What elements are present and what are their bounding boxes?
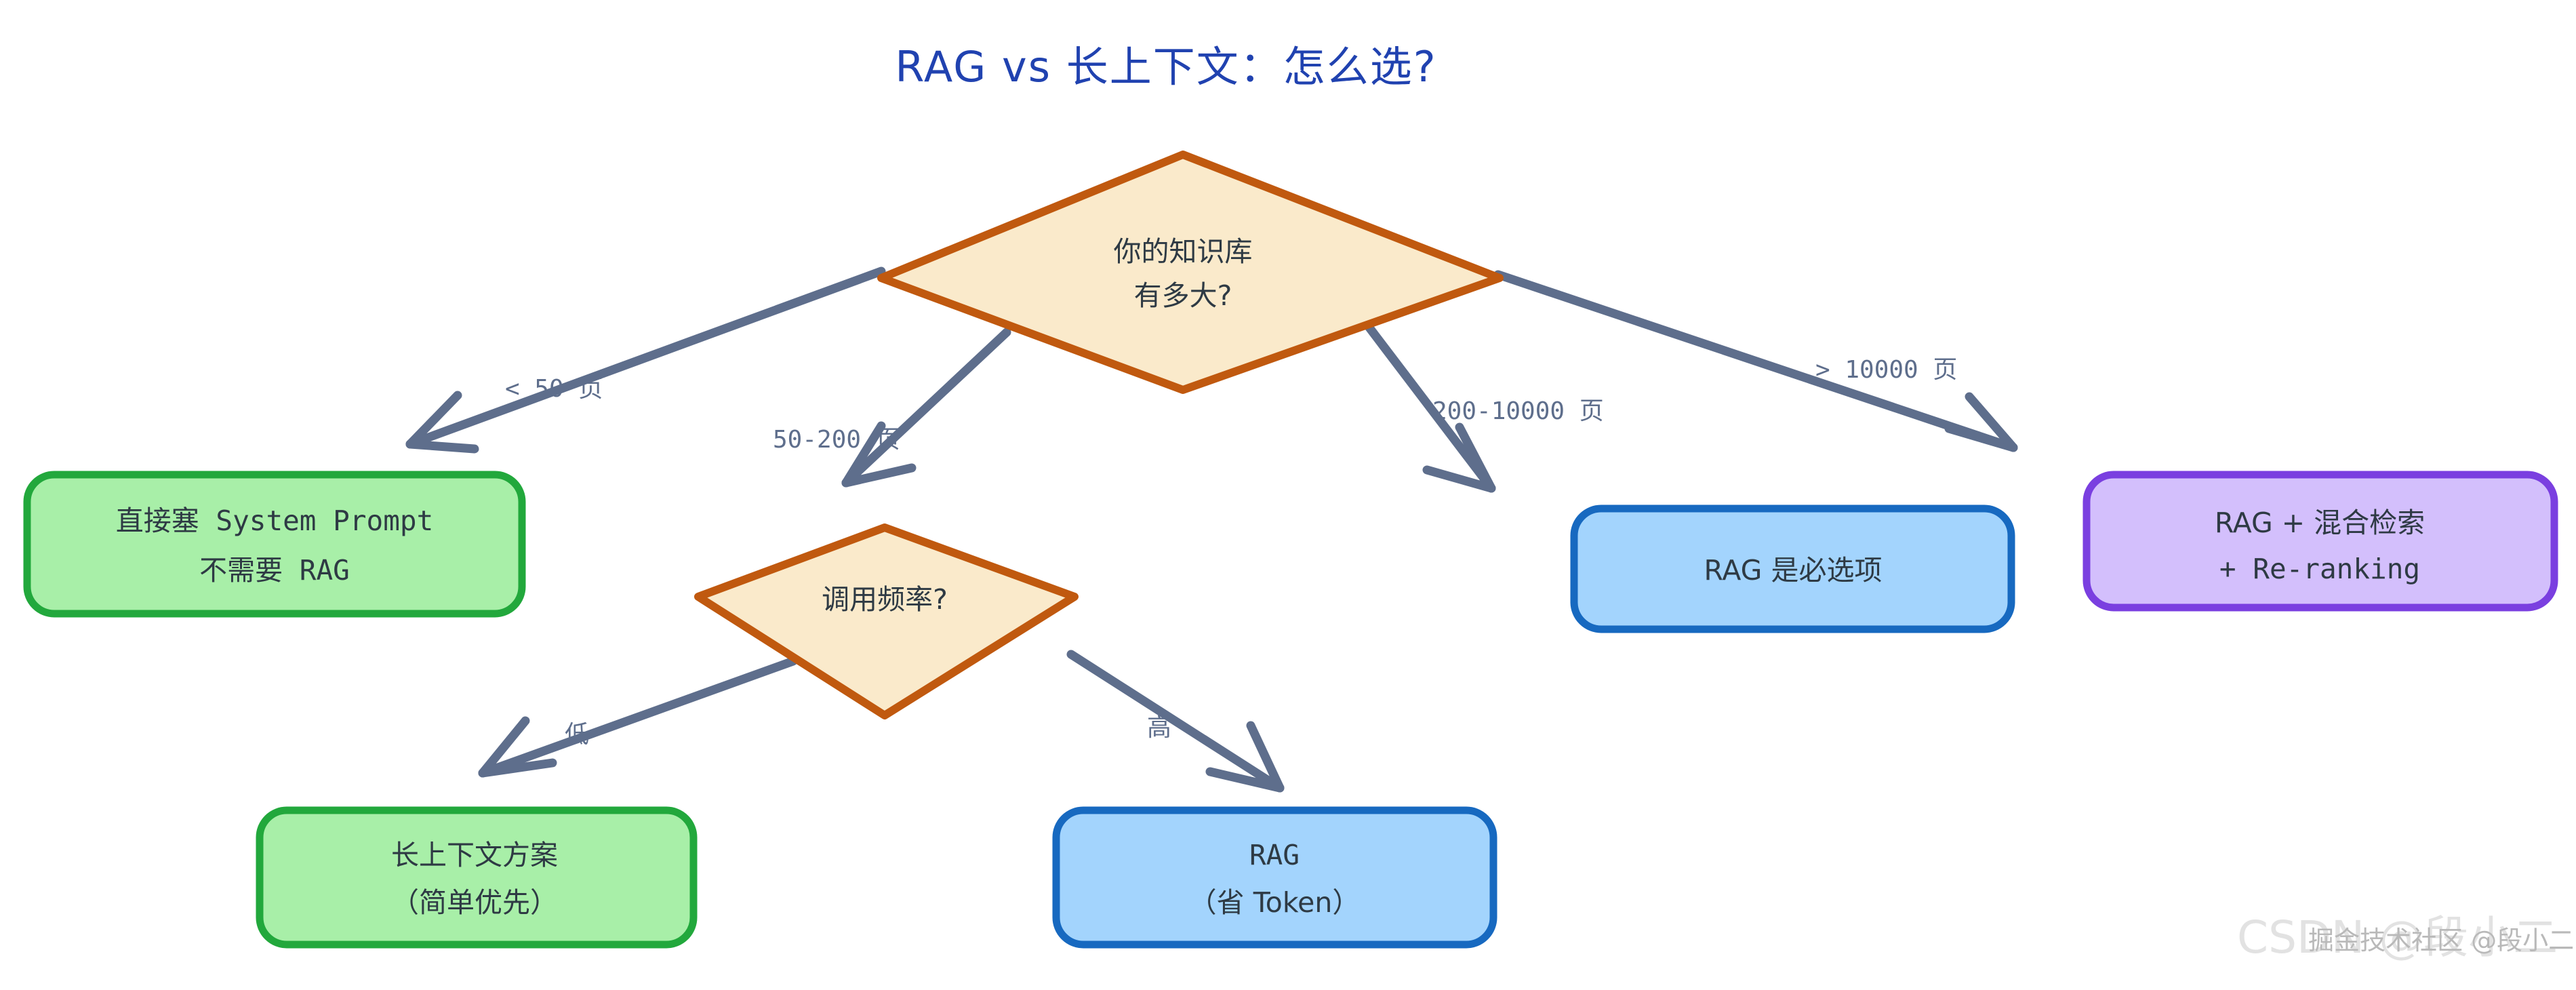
result-rag-hybrid-rerank-shape[interactable]	[2082, 471, 2558, 612]
edge-group	[405, 266, 2018, 793]
result-rag-required-shape[interactable]	[1570, 504, 2015, 633]
edge-50-200	[841, 328, 1011, 488]
edge-200-10000	[1358, 314, 1496, 493]
edge-label-high: 高	[1147, 714, 1171, 742]
edge-gt-10000	[1493, 270, 2018, 452]
result-rag-hybrid-rerank-line1: RAG + 混合检索	[2215, 507, 2425, 539]
edge-high	[1066, 650, 1285, 793]
result-long-context-shape[interactable]	[256, 806, 698, 949]
result-rag-save-token-shape[interactable]	[1052, 806, 1497, 949]
decision-kb-size-shape[interactable]	[877, 151, 1504, 394]
result-system-prompt-line2: 不需要 RAG	[199, 554, 350, 587]
result-rag-save-token-line2: （省 Token）	[1189, 886, 1361, 919]
result-rag-required-line1: RAG 是必选项	[1704, 554, 1883, 587]
node-result-rag-save-token[interactable]: RAG （省 Token）	[1052, 806, 1497, 949]
decision-call-frequency-line1: 调用频率?	[822, 583, 948, 616]
node-result-rag-hybrid-rerank[interactable]: RAG + 混合检索 + Re-ranking	[2082, 471, 2558, 612]
decision-call-frequency-shape[interactable]	[694, 523, 1079, 719]
edge-label-50-200: 50-200 页	[773, 426, 900, 454]
result-rag-hybrid-rerank-line2: + Re-ranking	[2219, 553, 2420, 585]
edge-label-lt-50: < 50 页	[505, 375, 603, 403]
node-decision-kb-size[interactable]: 你的知识库 有多大?	[877, 151, 1504, 394]
result-long-context-line1: 长上下文方案	[391, 839, 558, 871]
watermark-csdn: CSDN @段小二	[2237, 911, 2558, 964]
page-title: RAG vs 长上下文：怎么选?	[895, 42, 1436, 92]
decision-kb-size-line1: 你的知识库	[1114, 235, 1253, 268]
node-decision-call-frequency[interactable]: 调用频率?	[694, 523, 1079, 719]
node-result-rag-required[interactable]: RAG 是必选项	[1570, 504, 2015, 633]
result-system-prompt-line1: 直接塞 System Prompt	[116, 504, 434, 537]
watermark-juejin: 掘金技术社区 @段小二	[2308, 926, 2574, 955]
result-rag-save-token-line1: RAG	[1249, 839, 1300, 871]
watermark-group: CSDN @段小二 掘金技术社区 @段小二	[2237, 911, 2574, 964]
edge-label-group: < 50 页 50-200 页 200-10000 页 > 10000 页 低 …	[505, 356, 1957, 749]
edge-label-200-10000: 200-10000 页	[1432, 397, 1604, 425]
node-result-long-context[interactable]: 长上下文方案 （简单优先）	[256, 806, 698, 949]
edge-low	[478, 656, 798, 778]
decision-kb-size-line2: 有多大?	[1134, 279, 1232, 312]
edge-label-gt-10000: > 10000 页	[1815, 356, 1957, 384]
node-result-system-prompt[interactable]: 直接塞 System Prompt 不需要 RAG	[23, 471, 526, 618]
edge-label-low: 低	[565, 721, 589, 749]
result-long-context-line2: （简单优先）	[391, 886, 558, 919]
edge-lt-50	[405, 266, 886, 454]
result-system-prompt-shape[interactable]	[23, 471, 526, 618]
